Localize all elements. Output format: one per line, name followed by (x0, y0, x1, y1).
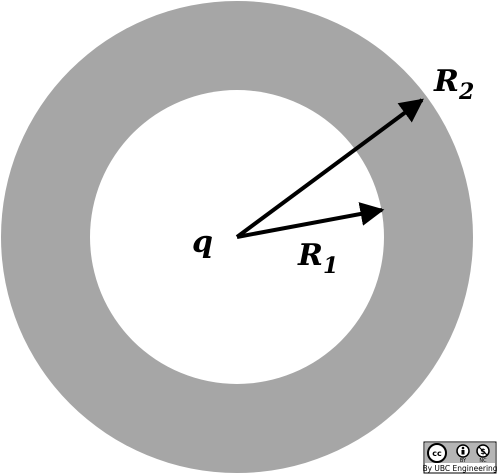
svg-text:NC: NC (479, 458, 487, 464)
svg-text:cc: cc (432, 449, 442, 458)
inner-radius-letter: R (297, 238, 323, 273)
outer-radius-label: R2 (433, 64, 474, 105)
inner-radius-subscript: 1 (323, 253, 338, 279)
svg-text:BY: BY (460, 458, 467, 464)
outer-radius-subscript: 2 (458, 79, 474, 105)
charge-label: q (192, 225, 213, 260)
license-badge: cc BY $ NC By UBC Engineering (422, 441, 498, 474)
outer-radius-arrow (235, 98, 424, 239)
inner-radius-label: R1 (297, 238, 338, 279)
attribution-icon: BY (456, 444, 470, 464)
inner-radius-arrow (236, 202, 385, 239)
outer-radius-letter: R (433, 64, 459, 99)
noncommercial-icon: $ NC (476, 444, 490, 464)
license-credit: By UBC Engineering (422, 464, 497, 473)
creative-commons-icon: cc (427, 443, 447, 463)
